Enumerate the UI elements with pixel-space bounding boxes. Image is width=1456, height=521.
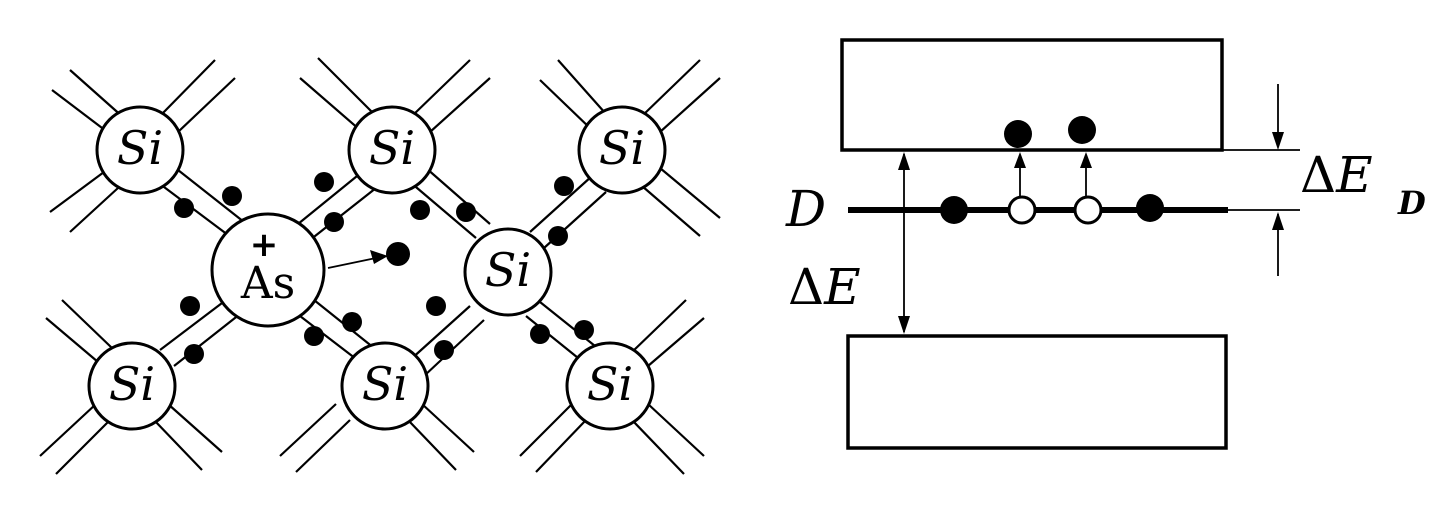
bond-electron xyxy=(456,202,476,222)
ionization-arrowhead-top xyxy=(1272,132,1284,150)
atom-si-top-right: Si xyxy=(577,105,667,195)
donor-gap-label-delta: Δ xyxy=(1300,146,1336,204)
donor-electron xyxy=(1136,194,1164,222)
donor-gap-label: E xyxy=(1335,146,1373,204)
bond-electron xyxy=(530,324,550,344)
atom-label: Si xyxy=(117,121,163,175)
bond-electron xyxy=(410,200,430,220)
atom-label: Si xyxy=(599,121,645,175)
bond-electron xyxy=(554,176,574,196)
bond-electron xyxy=(548,226,568,246)
conduction-electron xyxy=(1068,116,1096,144)
atom-si-top-mid: Si xyxy=(347,105,437,195)
bond-electron xyxy=(574,320,594,340)
free-electron-arrowhead xyxy=(370,250,388,264)
bond-electron xyxy=(314,172,334,192)
atom-si-center: Si xyxy=(463,227,553,317)
bond-electron xyxy=(184,344,204,364)
gap-arrow-head-bottom xyxy=(898,316,910,334)
excitation-arrowhead xyxy=(1080,152,1092,168)
free-electron-arrow xyxy=(327,257,377,269)
gap-arrow-head-top xyxy=(898,152,910,170)
atom-label: Si xyxy=(362,357,408,411)
free-electron-group xyxy=(327,242,410,269)
atom-label: Si xyxy=(109,357,155,411)
donor-electron xyxy=(940,196,968,224)
atom-as-donor: As + xyxy=(210,212,326,328)
atom-si-bottom-mid: Si xyxy=(340,341,430,431)
bonding-electrons xyxy=(174,172,594,364)
bond-electron xyxy=(304,326,324,346)
donor-charge: + xyxy=(250,225,279,265)
atom-si-bottom-left: Si xyxy=(87,341,177,431)
svg-text:ΔE: ΔE xyxy=(788,258,861,316)
bond-electron xyxy=(222,186,242,206)
outer-bonds xyxy=(39,57,721,475)
gap-label: E xyxy=(823,258,861,316)
free-electron xyxy=(386,242,410,266)
svg-text:ΔE: ΔE xyxy=(1300,146,1373,204)
ionized-donor xyxy=(1007,195,1037,225)
bond-electron xyxy=(180,296,200,316)
donor-gap-subscript: D xyxy=(1397,184,1426,222)
donor-label: As xyxy=(240,258,295,309)
crystal-lattice: Si Si Si Si Si Si Si As + xyxy=(39,57,721,475)
ionization-arrowhead-bottom xyxy=(1272,212,1284,230)
conduction-electron xyxy=(1004,120,1032,148)
atom-label: Si xyxy=(485,243,531,297)
excitation-arrowhead xyxy=(1014,152,1026,168)
atom-si-bottom-right: Si xyxy=(565,341,655,431)
donor-level-label: D xyxy=(785,180,826,238)
conduction-band xyxy=(840,38,1224,152)
ionized-donor xyxy=(1073,195,1103,225)
bond-electron xyxy=(434,340,454,360)
bond-electron xyxy=(426,296,446,316)
atom-label: Si xyxy=(369,121,415,175)
bond-electron xyxy=(324,212,344,232)
gap-label-delta: Δ xyxy=(788,258,824,316)
atom-label: Si xyxy=(587,357,633,411)
valence-band xyxy=(846,334,1228,450)
bond-electron xyxy=(342,312,362,332)
bond-electron xyxy=(174,198,194,218)
atom-si-top-left: Si xyxy=(95,105,185,195)
band-diagram: D ΔE ΔE D xyxy=(785,38,1426,450)
